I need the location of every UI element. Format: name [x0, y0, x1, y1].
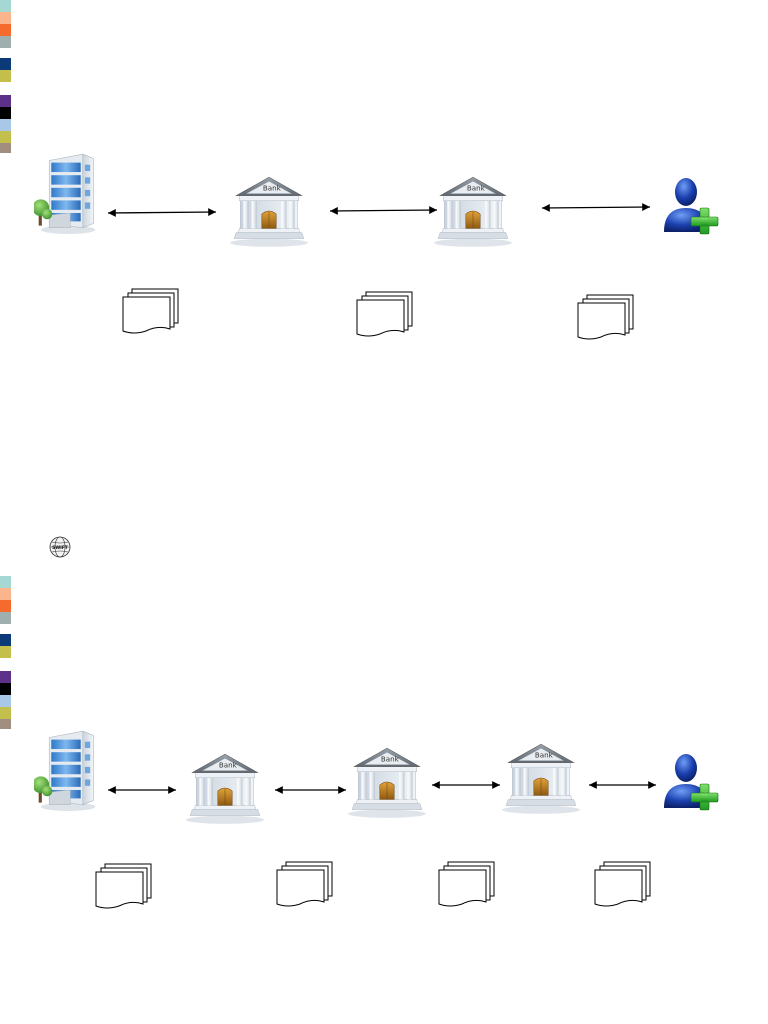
bidirectional-arrow: [329, 206, 438, 215]
bank-label: Bank: [219, 761, 238, 770]
swatch: [0, 0, 11, 12]
document-stack-icon: [577, 293, 635, 341]
swatch: [0, 695, 11, 707]
swatch: [0, 683, 11, 695]
building-icon: [34, 150, 98, 234]
swatch: [0, 12, 11, 24]
swatch: [0, 612, 11, 624]
document-stack-icon: [95, 862, 153, 910]
bank-icon: Bank: [432, 175, 514, 247]
user-add-icon: [660, 174, 720, 238]
bank-label: Bank: [535, 751, 554, 760]
bank-icon: Bank: [500, 742, 582, 814]
bank-icon: Bank: [228, 175, 310, 247]
document-stack-icon: [594, 860, 652, 908]
swatch: [0, 143, 11, 153]
swatch: [0, 24, 11, 36]
swatch: [0, 131, 11, 143]
globe-icon: SWIFT: [49, 536, 71, 558]
bidirectional-arrow: [541, 203, 651, 212]
swatch: [0, 719, 11, 729]
swatch: [0, 646, 11, 658]
swatch: [0, 671, 11, 683]
bidirectional-arrow: [107, 208, 217, 217]
swatch: [0, 107, 11, 119]
document-stack-icon: [122, 287, 180, 335]
swatch: [0, 36, 11, 48]
bank-icon: Bank: [184, 752, 266, 824]
swatch: [0, 58, 11, 70]
bank-icon: Bank: [346, 746, 428, 818]
bank-label: Bank: [381, 755, 400, 764]
document-stack-icon: [276, 860, 334, 908]
swatch: [0, 600, 11, 612]
user-add-icon: [660, 750, 720, 814]
swatch: [0, 95, 11, 107]
swatch: [0, 70, 11, 82]
swatch: [0, 707, 11, 719]
swatch: [0, 119, 11, 131]
globe-label: SWIFT: [52, 545, 68, 551]
document-stack-icon: [438, 860, 496, 908]
bank-label: Bank: [263, 184, 282, 193]
bank-label: Bank: [467, 184, 486, 193]
swatch: [0, 634, 11, 646]
building-icon: [34, 727, 98, 811]
swatch: [0, 576, 11, 588]
swatch: [0, 588, 11, 600]
document-stack-icon: [356, 290, 414, 338]
